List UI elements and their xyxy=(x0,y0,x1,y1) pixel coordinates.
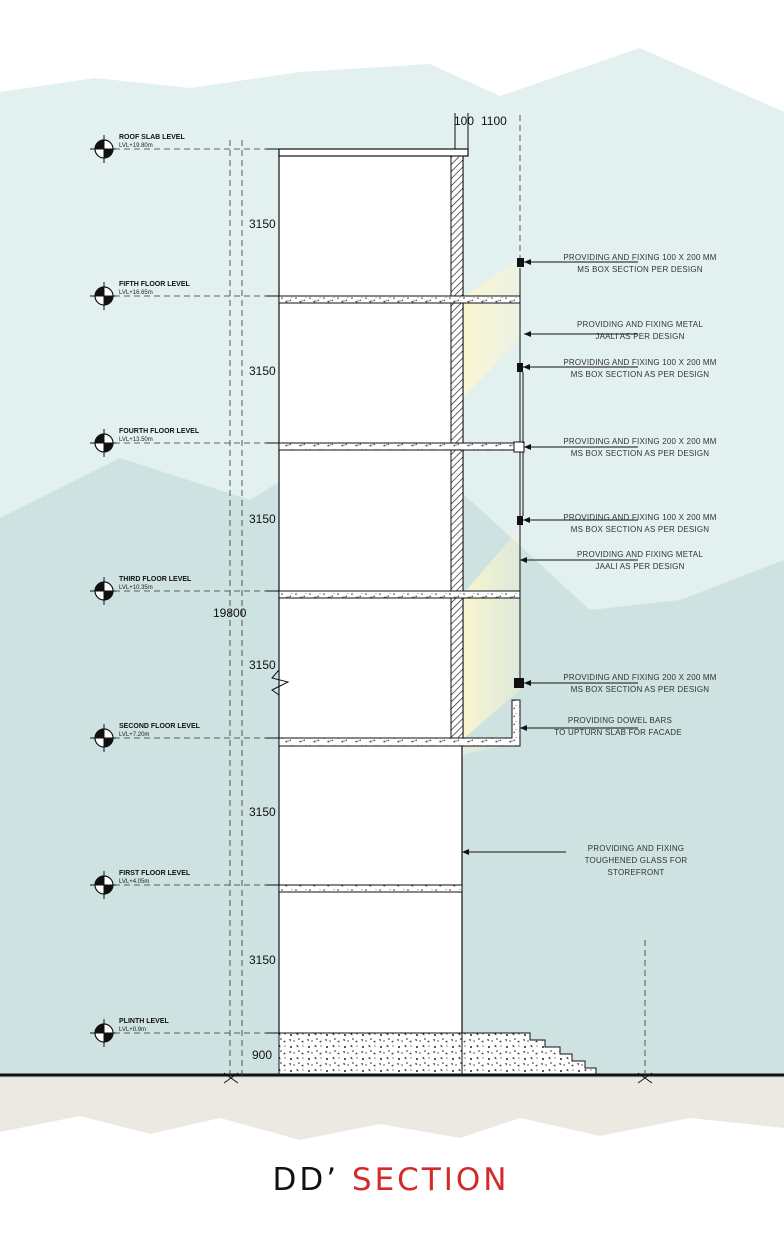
level-symbol-quadrant xyxy=(104,443,113,452)
level-marker-third-floor: THIRD FLOOR LEVEL LVL+10.35m xyxy=(90,576,192,605)
title-part-dd: DD’ xyxy=(272,1162,351,1198)
storefront-note-line-2: TOUGHENED GLASS FOR xyxy=(585,856,688,865)
level-value-roof-slab: LVL+19.80m xyxy=(119,143,153,149)
level-value-fourth-floor: LVL+13.50m xyxy=(119,437,153,443)
note-2-line-2: JAALI AS PER DESIGN xyxy=(595,332,684,341)
storefront-note-line-1: PROVIDING AND FIXING xyxy=(588,844,684,853)
level-marker-fifth-floor: FIFTH FLOOR LEVEL LVL+16.65m xyxy=(90,281,190,310)
note-5-line-1: PROVIDING AND FIXING 100 X 200 MM xyxy=(563,513,716,522)
ms-box-section-2 xyxy=(517,363,523,372)
note-3-line-1: PROVIDING AND FIXING 100 X 200 MM xyxy=(563,358,716,367)
sun-glow-upper xyxy=(462,258,520,398)
level-value-fifth-floor: LVL+16.65m xyxy=(119,290,153,296)
dim-floor-6: 3150 xyxy=(249,217,276,231)
level-name-fourth-floor: FOURTH FLOOR LEVEL xyxy=(119,428,200,435)
level-symbol-quadrant xyxy=(95,1024,104,1033)
note-7-line-2: MS BOX SECTION AS PER DESIGN xyxy=(571,685,710,694)
fourth-floor-slab xyxy=(278,442,521,451)
level-value-third-floor: LVL+10.35m xyxy=(119,585,153,591)
level-dashed-lines xyxy=(114,148,279,1034)
level-name-third-floor: THIRD FLOOR LEVEL xyxy=(119,576,192,583)
second-floor-upturn-slab xyxy=(278,699,521,747)
note-4-line-1: PROVIDING AND FIXING 200 X 200 MM xyxy=(563,437,716,446)
level-symbol-quadrant xyxy=(104,149,113,158)
note-8-line-2: TO UPTURN SLAB FOR FACADE xyxy=(554,728,682,737)
ms-box-section-5 xyxy=(514,678,524,688)
level-symbol-quadrant xyxy=(95,140,104,149)
wall-break-symbol xyxy=(271,669,290,696)
ground-band xyxy=(0,1078,784,1140)
level-marker-second-floor: SECOND FLOOR LEVEL LVL+7.20m xyxy=(90,723,201,752)
note-1-line-1: PROVIDING AND FIXING 100 X 200 MM xyxy=(563,253,716,262)
level-name-second-floor: SECOND FLOOR LEVEL xyxy=(119,723,201,730)
note-8-line-1: PROVIDING DOWEL BARS xyxy=(568,716,672,725)
level-symbol-quadrant xyxy=(104,885,113,894)
level-name-fifth-floor: FIFTH FLOOR LEVEL xyxy=(119,281,190,288)
level-marker-plinth: PLINTH LEVEL LVL+0.9m xyxy=(90,1018,170,1047)
drawing-title: DD’ SECTION xyxy=(272,1162,509,1198)
note-6-line-2: JAALI AS PER DESIGN xyxy=(595,562,684,571)
plinth-base xyxy=(278,1032,463,1076)
note-1-line-2: MS BOX SECTION PER DESIGN xyxy=(577,265,702,274)
ms-box-section-1 xyxy=(517,258,524,267)
level-value-first-floor: LVL+4.05m xyxy=(119,879,149,885)
level-symbol-quadrant xyxy=(95,287,104,296)
dim-top-offset: 1100 xyxy=(481,114,507,128)
level-symbol-quadrant xyxy=(104,1033,113,1042)
note-5-line-2: MS BOX SECTION AS PER DESIGN xyxy=(571,525,710,534)
third-floor-slab xyxy=(278,590,521,599)
leader-lines xyxy=(462,261,638,853)
dim-floor-3: 3150 xyxy=(249,658,276,672)
level-symbol-quadrant xyxy=(95,434,104,443)
sun-glow-middle xyxy=(462,528,520,740)
fifth-floor-slab xyxy=(278,295,521,304)
dimension-ticks xyxy=(223,113,653,1084)
level-value-second-floor: LVL+7.20m xyxy=(119,732,149,738)
level-name-first-floor: FIRST FLOOR LEVEL xyxy=(119,870,191,877)
leader-arrowheads xyxy=(462,259,531,855)
dim-plinth: 900 xyxy=(252,1048,272,1062)
dim-floor-1: 3150 xyxy=(249,953,276,967)
level-symbol-quadrant xyxy=(95,582,104,591)
note-3-line-2: MS BOX SECTION AS PER DESIGN xyxy=(571,370,710,379)
level-symbol-quadrant xyxy=(95,729,104,738)
ms-box-section-4 xyxy=(517,516,523,525)
dim-floor-2: 3150 xyxy=(249,805,276,819)
first-floor-slab xyxy=(278,884,463,893)
ms-box-section-3 xyxy=(513,441,525,453)
dim-total: 19800 xyxy=(213,606,247,620)
note-2-line-1: PROVIDING AND FIXING METAL xyxy=(577,320,703,329)
storefront-note-line-3: STOREFRONT xyxy=(608,868,665,877)
level-marker-roof-slab: ROOF SLAB LEVEL LVL+19.80m xyxy=(90,134,185,163)
note-7-line-1: PROVIDING AND FIXING 200 X 200 MM xyxy=(563,673,716,682)
level-marker-fourth-floor: FOURTH FLOOR LEVEL LVL+13.50m xyxy=(90,428,200,457)
level-symbol-quadrant xyxy=(104,296,113,305)
dim-top-wall: 100 xyxy=(454,114,474,128)
title-part-section: SECTION xyxy=(352,1162,510,1198)
note-4-line-2: MS BOX SECTION AS PER DESIGN xyxy=(571,449,710,458)
dim-floor-4: 3150 xyxy=(249,512,276,526)
level-symbol-quadrant xyxy=(95,876,104,885)
roof-slab xyxy=(278,148,469,157)
dim-floor-5: 3150 xyxy=(249,364,276,378)
level-symbol-quadrant xyxy=(104,738,113,747)
level-name-roof-slab: ROOF SLAB LEVEL xyxy=(119,134,185,141)
plinth-steps xyxy=(461,1032,597,1076)
level-name-plinth: PLINTH LEVEL xyxy=(119,1018,170,1025)
note-6-line-1: PROVIDING AND FIXING METAL xyxy=(577,550,703,559)
level-marker-first-floor: FIRST FLOOR LEVEL LVL+4.05m xyxy=(90,870,191,899)
dashed-reference-lines xyxy=(229,115,646,1080)
level-symbol-quadrant xyxy=(104,591,113,600)
level-value-plinth: LVL+0.9m xyxy=(119,1027,146,1033)
